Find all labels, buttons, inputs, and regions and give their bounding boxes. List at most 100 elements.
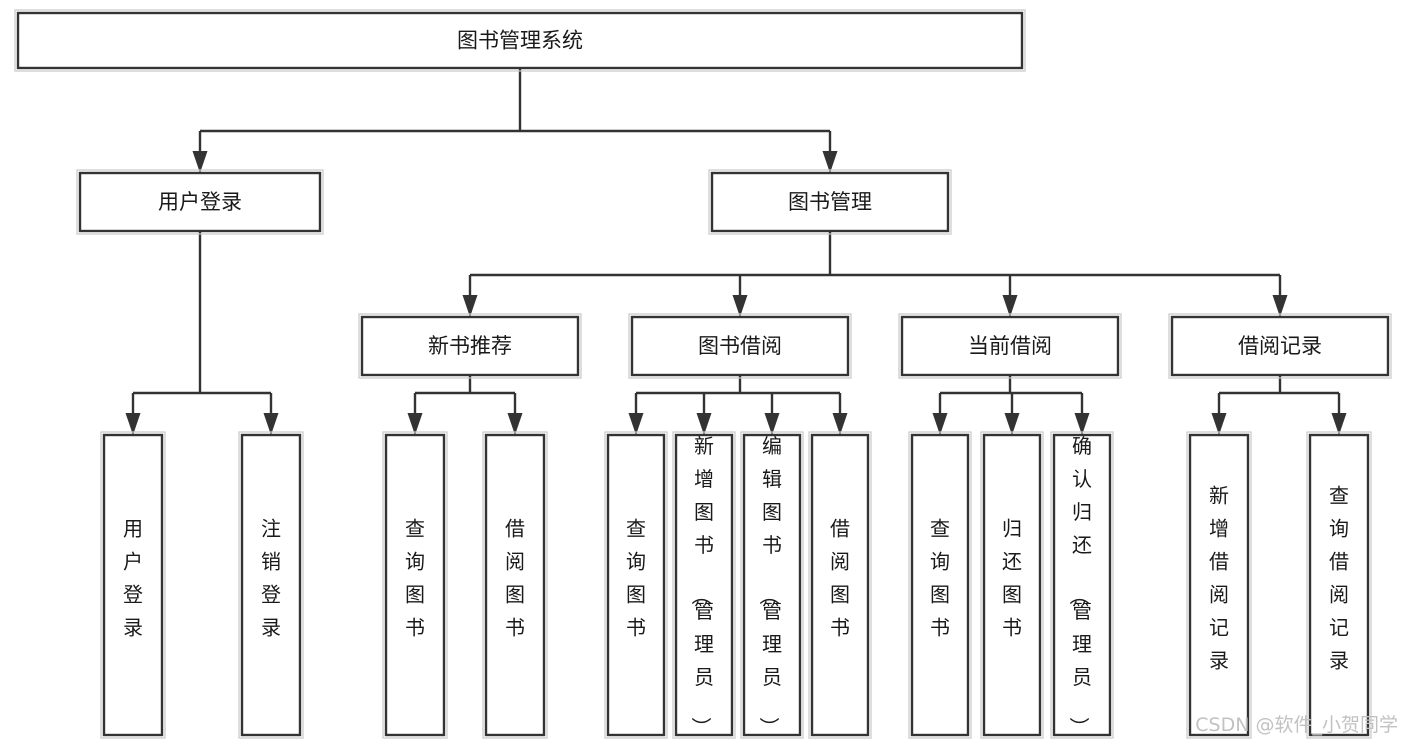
node-label: 查询借阅记录	[1329, 484, 1349, 673]
node-rect	[1170, 315, 1390, 377]
node-rect	[1052, 433, 1112, 737]
node-label: 新书推荐	[428, 334, 512, 358]
node-rect	[710, 171, 950, 233]
node-outline-shadow	[238, 431, 304, 739]
arrow-head-icon	[407, 413, 423, 435]
node-root[interactable]: 图书管理系统	[14, 9, 1026, 72]
node-outline-shadow	[740, 431, 804, 739]
arrow-head-icon	[1211, 413, 1227, 435]
node-label: 新增借阅记录	[1209, 484, 1229, 673]
csdn-watermark: CSDN @软件_小贺同学	[1195, 714, 1398, 736]
node-rect	[982, 433, 1042, 737]
node-outline-shadow	[808, 431, 872, 739]
node-label: 用户登录	[123, 517, 143, 640]
node-leaf-query-borrow-record[interactable]: 查询借阅记录	[1306, 431, 1372, 739]
connectors-layer	[125, 68, 1347, 435]
node-rect	[1188, 433, 1250, 737]
node-label: 查询图书	[930, 517, 950, 640]
node-leaf-borrow-book-recommend[interactable]: 借阅图书	[482, 431, 548, 739]
node-new-book-recommend[interactable]: 新书推荐	[358, 313, 582, 379]
arrow-head-icon	[628, 413, 644, 435]
node-rect	[674, 433, 734, 737]
node-rect	[810, 433, 870, 737]
node-rect	[900, 315, 1120, 377]
node-label: 查询图书	[405, 517, 425, 640]
node-rect	[742, 433, 802, 737]
node-label: 归还图书	[1002, 517, 1022, 640]
node-leaf-return-book[interactable]: 归还图书	[980, 431, 1044, 739]
node-rect	[1308, 433, 1370, 737]
node-label: 当前借阅	[968, 334, 1052, 358]
arrow-head-icon	[822, 151, 838, 173]
node-leaf-logout[interactable]: 注销登录	[238, 431, 304, 739]
arrow-head-icon	[462, 295, 478, 317]
node-outline-shadow	[482, 431, 548, 739]
node-outline-shadow	[980, 431, 1044, 739]
node-rect	[606, 433, 666, 737]
node-outline-shadow	[1168, 313, 1392, 379]
arrow-head-icon	[932, 413, 948, 435]
arrow-head-icon	[1272, 295, 1288, 317]
node-leaf-add-book-admin[interactable]: 新增图书（管理员）	[672, 431, 736, 739]
node-outline-shadow	[1306, 431, 1372, 739]
node-outline-shadow	[908, 431, 972, 739]
node-outline-shadow	[382, 431, 448, 739]
arrow-head-icon	[832, 413, 848, 435]
node-rect	[910, 433, 970, 737]
node-label: 借阅图书	[505, 517, 525, 640]
node-borrow-record[interactable]: 借阅记录	[1168, 313, 1392, 379]
arrow-head-icon	[1002, 295, 1018, 317]
node-rect	[16, 11, 1024, 70]
arrow-head-icon	[192, 151, 208, 173]
arrow-head-icon	[764, 413, 780, 435]
node-leaf-query-book-borrow[interactable]: 查询图书	[604, 431, 668, 739]
node-label: 图书借阅	[698, 334, 782, 358]
arrow-head-icon	[732, 295, 748, 317]
node-current-borrow[interactable]: 当前借阅	[898, 313, 1122, 379]
node-outline-shadow	[14, 9, 1026, 72]
node-leaf-confirm-return-admin[interactable]: 确认归还（管理员）	[1050, 431, 1114, 739]
node-rect	[78, 171, 322, 233]
arrow-head-icon	[1004, 413, 1020, 435]
node-leaf-query-book-current[interactable]: 查询图书	[908, 431, 972, 739]
node-leaf-borrow-book[interactable]: 借阅图书	[808, 431, 872, 739]
node-leaf-query-book-recommend[interactable]: 查询图书	[382, 431, 448, 739]
node-outline-shadow	[358, 313, 582, 379]
arrow-head-icon	[263, 413, 279, 435]
node-rect	[384, 433, 446, 737]
node-outline-shadow	[898, 313, 1122, 379]
node-user-login[interactable]: 用户登录	[76, 169, 324, 235]
node-rect	[630, 315, 850, 377]
node-book-borrow[interactable]: 图书借阅	[628, 313, 852, 379]
node-outline-shadow	[1050, 431, 1114, 739]
arrow-head-icon	[1331, 413, 1347, 435]
node-rect	[484, 433, 546, 737]
node-book-manage[interactable]: 图书管理	[708, 169, 952, 235]
arrow-head-icon	[125, 413, 141, 435]
node-label: 借阅图书	[830, 517, 850, 640]
node-leaf-add-borrow-record[interactable]: 新增借阅记录	[1186, 431, 1252, 739]
node-outline-shadow	[672, 431, 736, 739]
arrow-head-icon	[696, 413, 712, 435]
node-outline-shadow	[76, 169, 324, 235]
node-label: 新增图书（管理员）	[689, 434, 714, 737]
node-leaf-edit-book-admin[interactable]: 编辑图书（管理员）	[740, 431, 804, 739]
node-label: 图书管理	[788, 190, 872, 214]
nodes-layer: 图书管理系统用户登录图书管理新书推荐图书借阅当前借阅借阅记录用户登录注销登录查询…	[14, 9, 1392, 739]
node-outline-shadow	[1186, 431, 1252, 739]
node-label: 借阅记录	[1238, 334, 1322, 358]
arrow-head-icon	[507, 413, 523, 435]
arrow-head-icon	[1074, 413, 1090, 435]
node-label: 编辑图书（管理员）	[757, 434, 782, 737]
node-label: 注销登录	[261, 517, 281, 640]
node-rect	[240, 433, 302, 737]
node-leaf-user-login[interactable]: 用户登录	[100, 431, 166, 739]
node-label: 用户登录	[158, 190, 242, 214]
node-outline-shadow	[708, 169, 952, 235]
node-rect	[360, 315, 580, 377]
node-rect	[102, 433, 164, 737]
node-outline-shadow	[628, 313, 852, 379]
node-label: 确认归还（管理员）	[1067, 434, 1092, 737]
